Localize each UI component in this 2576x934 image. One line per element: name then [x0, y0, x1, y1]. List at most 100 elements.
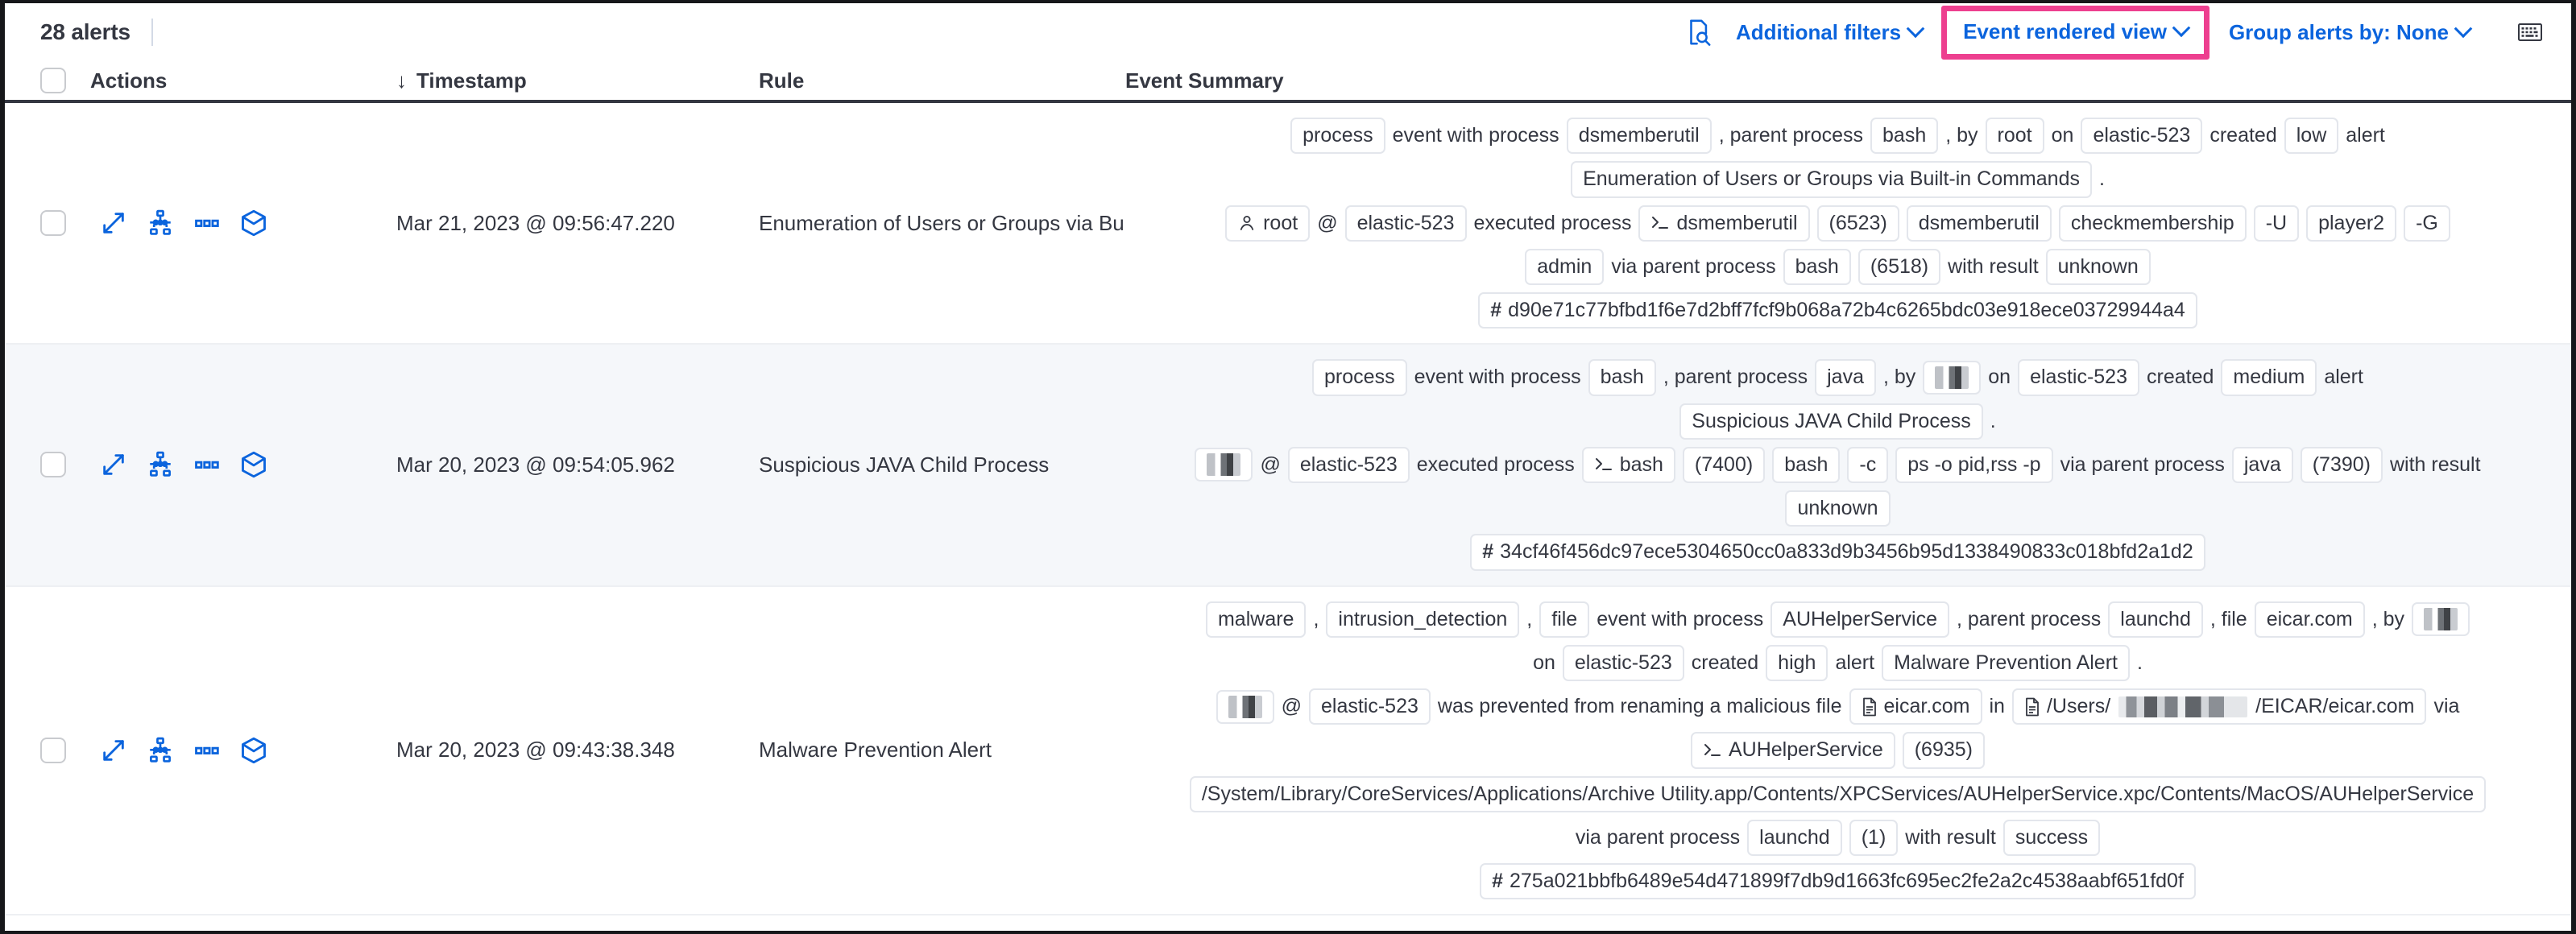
event-rendered-view-button[interactable]: Event rendered view — [1958, 16, 2193, 48]
summary-chip-label: 34cf46f456dc97ece5304650cc0a833d9b3456b9… — [1500, 540, 2193, 564]
summary-chip[interactable]: (7400) — [1682, 446, 1766, 483]
summary-chip[interactable]: -c — [1847, 446, 1889, 483]
summary-chip[interactable]: ps -o pid,rss -p — [1895, 446, 2053, 483]
summary-chip[interactable]: (7390) — [2300, 446, 2383, 483]
summary-chip[interactable]: malware — [1205, 601, 1307, 638]
summary-chip[interactable]: dsmemberutil — [1906, 205, 2052, 242]
summary-chip[interactable]: java — [2231, 446, 2293, 483]
table-row[interactable]: Mar 21, 2023 @ 09:56:47.220 Enumeration … — [5, 103, 2571, 345]
summary-chip[interactable]: elastic-523 — [1308, 688, 1431, 725]
summary-chip[interactable]: process — [1312, 359, 1407, 396]
summary-chip[interactable]: (1) — [1849, 819, 1899, 856]
summary-chip[interactable]: launchd — [1747, 819, 1842, 856]
summary-chip[interactable]: eicar.com — [2254, 601, 2365, 638]
row-checkbox[interactable] — [40, 452, 66, 478]
summary-chip-hash[interactable]: # 34cf46f456dc97ece5304650cc0a833d9b3456… — [1470, 534, 2205, 571]
summary-chip[interactable]: (6523) — [1816, 205, 1899, 242]
summary-chip[interactable]: medium — [2221, 359, 2317, 396]
more-actions-icon[interactable] — [184, 209, 230, 237]
summary-chip-hash[interactable]: # 275a021bbfb6489e54d471899f7db9d1663fc6… — [1480, 863, 2196, 900]
summary-chip-redacted[interactable] — [1216, 689, 1274, 724]
summary-chip[interactable]: elastic-523 — [1287, 446, 1410, 483]
expand-icon[interactable] — [90, 737, 137, 764]
summary-text: alert — [2346, 124, 2385, 147]
summary-text: alert — [2324, 366, 2363, 389]
summary-chip[interactable]: intrusion_detection — [1326, 601, 1520, 638]
summary-chip-user[interactable]: root — [1225, 205, 1311, 242]
summary-chip-process[interactable]: AUHelperService — [1690, 732, 1895, 769]
more-actions-icon[interactable] — [184, 737, 230, 764]
group-alerts-by-button[interactable]: Group alerts by: None — [2214, 12, 2484, 53]
summary-chip[interactable]: launchd — [2108, 601, 2203, 638]
summary-chip[interactable]: bash — [1870, 118, 1939, 155]
summary-chip[interactable]: Suspicious JAVA Child Process — [1679, 403, 1983, 440]
summary-chip-hash[interactable]: # d90e71c77bfbd1f6e7d2bff7fcf9b068a72b4c… — [1478, 292, 2197, 329]
summary-chip[interactable]: -G — [2404, 205, 2450, 242]
summary-chip[interactable]: -U — [2253, 205, 2300, 242]
summary-chip[interactable]: (6935) — [1902, 732, 1985, 769]
summary-chip[interactable]: checkmembership — [2058, 205, 2247, 242]
summary-chip-file-path[interactable]: /Users/ /EICAR/eicar.com — [2011, 688, 2427, 725]
summary-chip[interactable]: bash — [1588, 359, 1656, 396]
analyzer-icon[interactable] — [137, 209, 184, 237]
summary-chip[interactable]: unknown — [2045, 248, 2151, 285]
summary-chip[interactable]: high — [1766, 644, 1828, 681]
session-view-icon[interactable] — [230, 209, 277, 238]
table-row[interactable]: Mar 20, 2023 @ 09:43:38.348 Malware Prev… — [5, 587, 2571, 916]
summary-chip[interactable]: success — [2002, 819, 2101, 856]
summary-chip-file[interactable]: eicar.com — [1849, 688, 1982, 725]
summary-chip-process[interactable]: bash — [1581, 446, 1675, 483]
summary-chip[interactable]: java — [1815, 359, 1876, 396]
session-view-icon[interactable] — [230, 450, 277, 479]
summary-chip[interactable]: Malware Prevention Alert — [1882, 644, 2130, 681]
summary-chip[interactable]: low — [2284, 118, 2339, 155]
row-checkbox[interactable] — [40, 210, 66, 237]
row-checkbox[interactable] — [40, 737, 66, 763]
summary-chip-redacted[interactable] — [1195, 448, 1253, 482]
summary-chip[interactable]: bash — [1783, 248, 1851, 285]
summary-chip[interactable]: elastic-523 — [1562, 644, 1684, 681]
expand-icon[interactable] — [90, 451, 137, 478]
row-rule[interactable]: Enumeration of Users or Groups via Bui — [759, 210, 1125, 235]
summary-chip-process[interactable]: dsmemberutil — [1638, 205, 1810, 242]
more-actions-icon[interactable] — [184, 451, 230, 478]
hash-icon: # — [1492, 870, 1503, 892]
summary-chip[interactable]: root — [1985, 118, 2044, 155]
summary-chip[interactable]: bash — [1772, 446, 1841, 483]
summary-chip[interactable]: (6518) — [1857, 248, 1941, 285]
summary-chip[interactable]: elastic-523 — [2081, 118, 2203, 155]
summary-chip[interactable]: unknown — [1785, 490, 1891, 527]
hash-icon: # — [1490, 299, 1502, 321]
summary-chip-redacted[interactable] — [2412, 602, 2470, 637]
analyzer-icon[interactable] — [137, 737, 184, 764]
session-view-icon[interactable] — [230, 736, 277, 765]
table-row[interactable]: Mar 20, 2023 @ 09:54:05.962 Suspicious J… — [5, 345, 2571, 587]
analyzer-icon[interactable] — [137, 451, 184, 478]
summary-chip[interactable]: AUHelperService — [1770, 601, 1950, 638]
summary-text: , by — [1882, 366, 1916, 389]
summary-chip[interactable]: dsmemberutil — [1566, 118, 1712, 155]
summary-chip[interactable]: /System/Library/CoreServices/Application… — [1189, 775, 2487, 812]
additional-filters-button[interactable]: Additional filters — [1721, 12, 1936, 53]
table-header-row: Actions ↓ Timestamp Rule Event Summary — [5, 61, 2571, 103]
column-header-actions: Actions — [90, 68, 168, 93]
row-rule[interactable]: Malware Prevention Alert — [759, 738, 992, 762]
column-header-timestamp[interactable]: ↓ Timestamp — [396, 68, 759, 93]
summary-chip[interactable]: process — [1290, 118, 1385, 155]
summary-chip[interactable]: elastic-523 — [2018, 359, 2139, 396]
summary-chip[interactable]: player2 — [2306, 205, 2397, 242]
row-rule[interactable]: Suspicious JAVA Child Process — [759, 452, 1050, 477]
keyboard-icon[interactable] — [2508, 16, 2545, 48]
select-all-checkbox[interactable] — [40, 68, 66, 93]
inspect-icon[interactable] — [1675, 12, 1721, 52]
summary-chip[interactable]: file — [1539, 601, 1590, 638]
summary-chip[interactable]: admin — [1525, 248, 1605, 285]
summary-text: . — [2098, 167, 2105, 191]
expand-icon[interactable] — [90, 209, 137, 237]
summary-chip-redacted[interactable] — [1923, 360, 1982, 395]
chevron-down-icon — [2172, 19, 2191, 38]
summary-chip[interactable]: Enumeration of Users or Groups via Built… — [1571, 161, 2092, 198]
summary-chip[interactable]: elastic-523 — [1344, 205, 1467, 242]
summary-text: @ — [1260, 453, 1281, 476]
